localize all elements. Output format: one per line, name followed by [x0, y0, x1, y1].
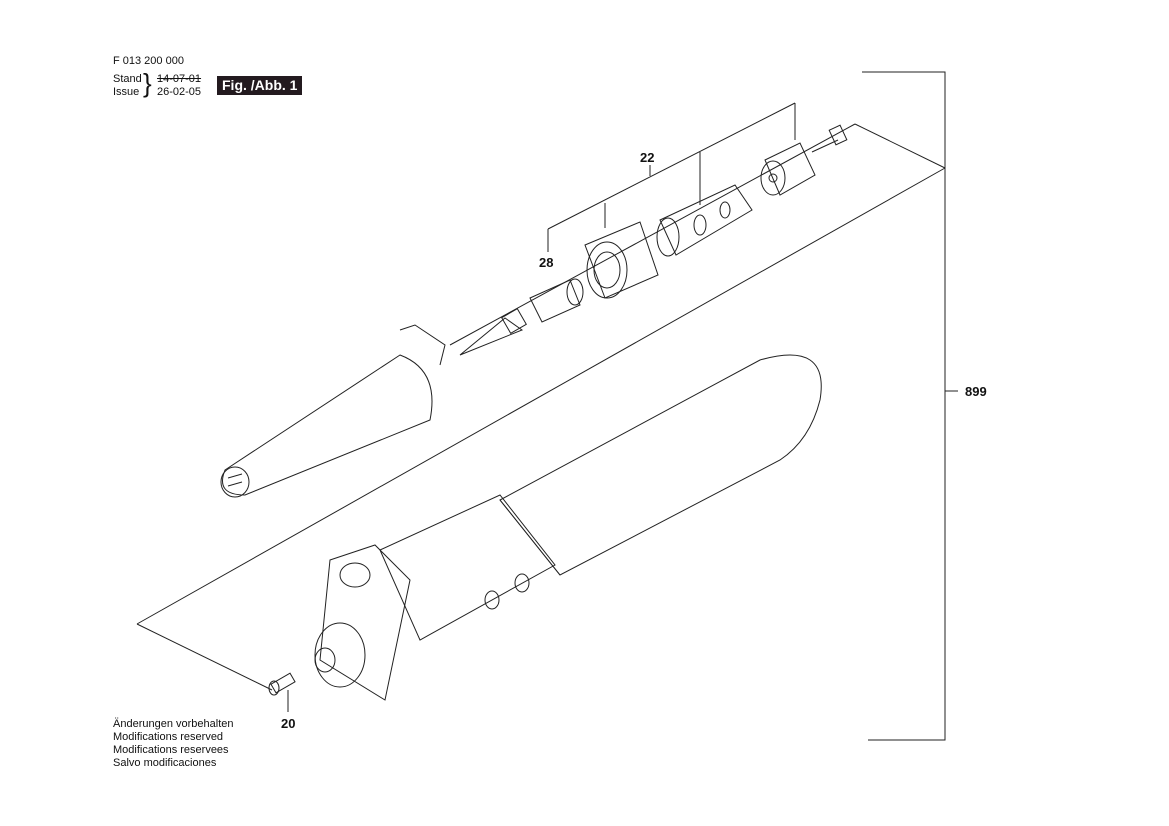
note-fr: Modifications reservees: [113, 744, 229, 756]
bracket-899: [862, 71, 958, 741]
figure-label: Fig. /Abb. 1: [217, 76, 303, 95]
soldering-tip: [459, 308, 527, 356]
catalyst: [760, 124, 848, 196]
gas-tank: [499, 354, 822, 576]
frame-outline: [136, 123, 946, 691]
protective-cap: [220, 324, 446, 498]
stand-date: 14-07-01: [157, 73, 202, 85]
issue-date: 26-02-05: [157, 86, 202, 98]
burner-head: [314, 494, 556, 701]
issue-label: Issue: [113, 86, 140, 98]
callout-22: 22: [640, 150, 655, 165]
note-es: Salvo modificaciones: [113, 757, 217, 769]
note-de: Änderungen vorbehalten: [113, 718, 234, 730]
callout-20: 20: [281, 716, 296, 731]
stand-label: Stand: [113, 73, 142, 85]
callout-899: 899: [965, 384, 987, 399]
part-number: F 013 200 000: [113, 55, 184, 67]
bracket-22: [287, 102, 796, 712]
note-en: Modifications reserved: [113, 731, 224, 743]
modification-notes: Änderungen vorbehalten Modifications res…: [113, 718, 233, 770]
burner-tube: [656, 184, 753, 257]
brace-icon: }: [143, 68, 152, 98]
part-28: [529, 278, 584, 323]
callout-28: 28: [539, 255, 554, 270]
screw-20: [268, 672, 296, 696]
knurled-nut: [584, 221, 659, 299]
